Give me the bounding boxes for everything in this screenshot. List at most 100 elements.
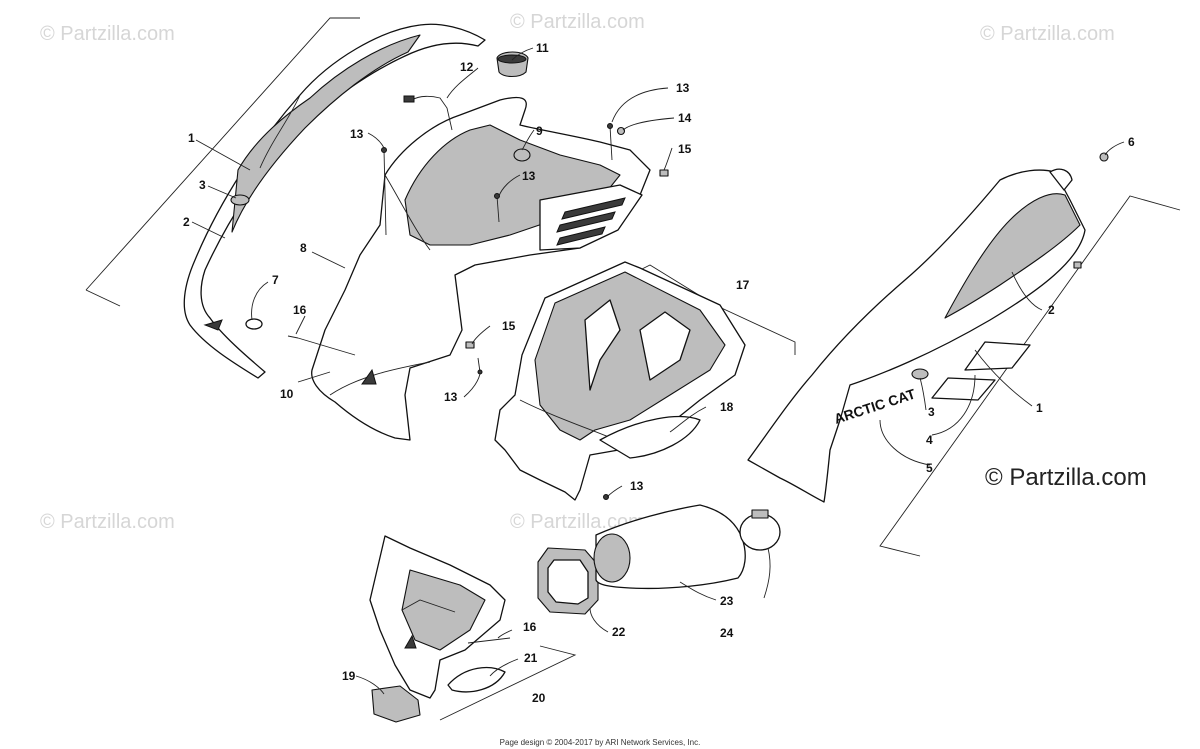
rivet-6 [1099,152,1109,162]
duct-23-opening [593,533,631,583]
vent-slot [556,211,616,233]
group-bracket-1-left [85,17,360,291]
callout-18: 18 [720,400,734,414]
clip-15 [659,169,669,177]
callout-11: 11 [536,41,549,55]
screw-16 [467,637,511,644]
connector-12 [403,95,415,103]
screw-13-head [477,369,483,375]
callout-2-left: 2 [183,215,190,229]
callout-13-hood: 13 [444,390,458,404]
lower-intake-opening [401,569,486,651]
leader-lines [191,47,1125,695]
screw-13 [609,125,613,161]
air-box-seal-18 [599,415,701,459]
left-side-panel-inner [231,34,421,233]
hood-arrow-decal [361,368,377,385]
callout-1-right: 1 [1036,401,1043,415]
callout-16-hood: 16 [293,303,307,317]
vent-mark [203,319,223,331]
callout-13-top: 13 [676,81,690,95]
callout-24: 24 [720,626,734,640]
gasket-22-opening [547,559,589,605]
callout-16-lower: 16 [523,620,537,634]
wire-harness-12 [411,95,453,131]
group-bracket-20 [439,645,577,721]
duct-23 [595,504,746,590]
watermark: © Partzilla.com [510,511,645,533]
screw-13 [496,195,500,223]
group-bracket-1-left-foot [85,289,121,307]
left-side-panel-assembly [85,17,486,379]
screw-16-line [297,337,356,356]
air-box-baffle [639,311,691,381]
callout-17: 17 [736,278,750,292]
callout-8: 8 [300,241,307,255]
callout-13-airbox: 13 [630,479,644,493]
vent-slot [556,226,606,246]
panel-crease [259,94,301,169]
front-hood-assembly [287,51,669,441]
callout-13-center: 13 [522,169,536,183]
screw-13-head [494,193,500,199]
intake-rib [401,599,456,613]
screw-13-head [607,123,613,129]
rivet-14 [616,126,626,136]
callout-2-right: 2 [1048,303,1055,317]
callout-13-left: 13 [350,127,364,141]
group-bracket-1-right [879,195,1181,557]
callouts: 1 2 3 7 8 9 10 11 12 13 13 13 13 13 14 1… [183,41,1135,705]
callout-19: 19 [342,669,356,683]
callout-9: 9 [536,124,543,138]
clip [1073,261,1082,269]
callout-5: 5 [926,461,933,475]
callout-7: 7 [272,273,279,287]
watermark: © Partzilla.com [980,23,1115,45]
callout-22: 22 [612,625,626,639]
clip-15 [465,341,475,349]
callout-1-left: 1 [188,131,195,145]
air-box-baffle [584,299,621,391]
right-side-panel-assembly: ARCTIC CAT [747,152,1181,557]
panel-tip [1049,168,1073,191]
callout-6: 6 [1128,135,1135,149]
callout-14: 14 [678,111,692,125]
badge-3 [911,368,929,380]
grommet-7 [245,318,263,330]
vent-slot [561,197,626,220]
hood-lower-line [329,361,431,396]
callout-15-hood: 15 [502,319,516,333]
screw-13 [383,149,387,236]
decal-4 [964,341,1031,371]
lower-intake-assembly [369,504,781,723]
copyright-watermark: © Partzilla.com [985,464,1147,491]
clamp-24 [739,513,781,551]
callout-23: 23 [720,594,734,608]
hood-edge-line [384,174,431,251]
clamp-24-screw [751,509,769,519]
group-bracket-17-top [639,264,716,306]
screw-13 [603,494,609,500]
screw-16 [287,335,299,339]
watermark: © Partzilla.com [510,11,645,33]
boot-11-top [497,54,527,64]
intake-arrow-decal [404,634,417,649]
callout-4: 4 [926,433,933,447]
callout-15-top: 15 [678,142,692,156]
plug-9 [513,148,531,162]
watermarks: © Partzilla.com © Partzilla.com © Partzi… [40,11,1115,533]
watermark: © Partzilla.com [40,23,175,45]
callout-3-left: 3 [199,178,206,192]
callout-3-right: 3 [928,405,935,419]
callout-21: 21 [524,651,538,665]
air-box-assembly [494,261,796,501]
right-side-panel-upper [944,193,1081,319]
callout-10: 10 [280,387,294,401]
callout-12: 12 [460,60,474,74]
page-footer: Page design © 2004-2017 by ARI Network S… [499,738,701,747]
bracket-19 [371,685,421,723]
watermark: © Partzilla.com [40,511,175,533]
panel-badge [230,194,250,206]
callout-20: 20 [532,691,546,705]
